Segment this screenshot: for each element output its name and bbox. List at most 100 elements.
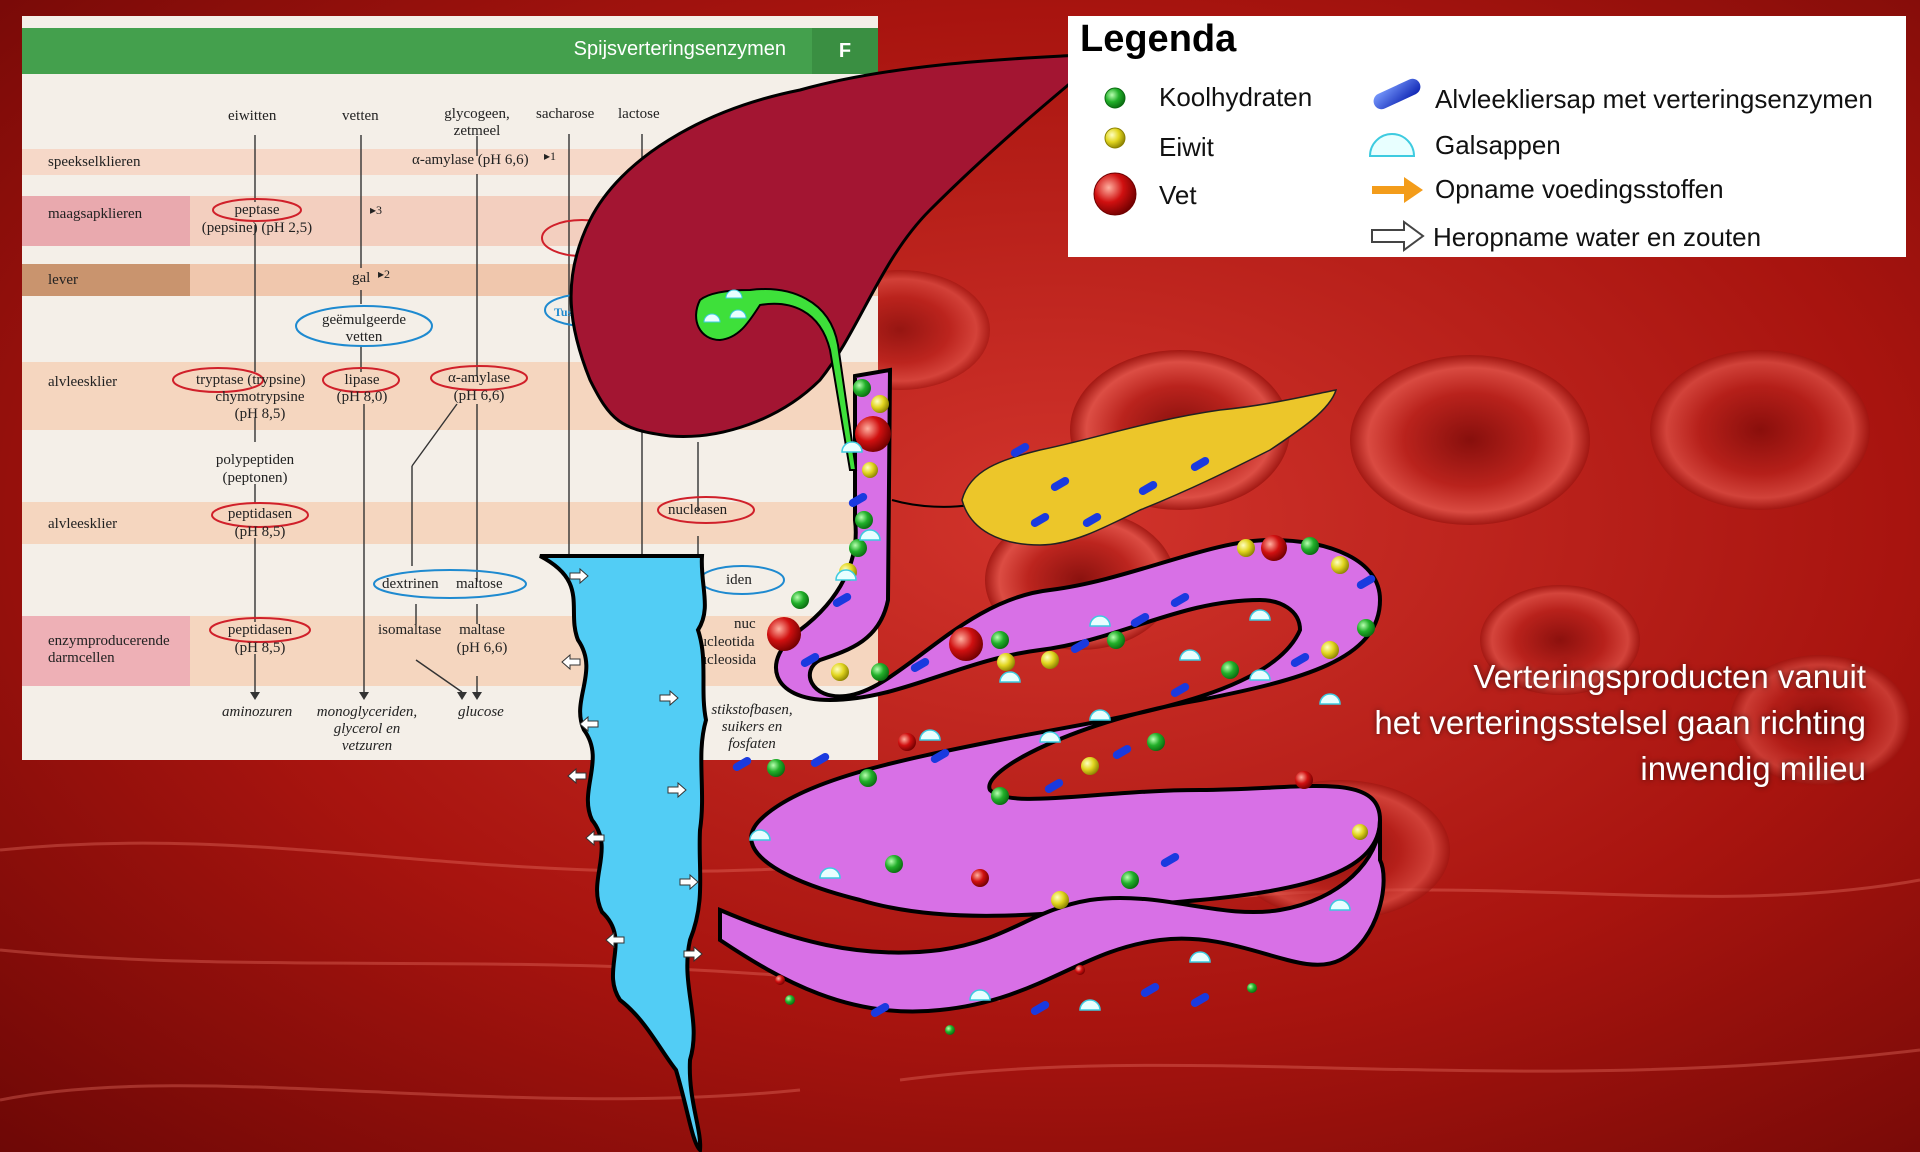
table-header-bar: Spijsverteringsenzymen F <box>22 28 878 74</box>
pancreas <box>961 389 1338 546</box>
row-label: lever <box>48 272 78 288</box>
enzyme-table-image: Spijsverteringsenzymen F eiwitten vetten… <box>22 16 878 760</box>
eiwit-particle <box>1237 539 1255 557</box>
water-arrow <box>561 653 581 671</box>
vet-particle <box>1261 535 1287 561</box>
water-arrow <box>683 945 703 963</box>
enzyme-label: (pepsine) (pH 2,5) <box>201 220 313 236</box>
enzyme-particle <box>1070 639 1090 653</box>
enzyme-label: iden <box>726 572 752 588</box>
water-arrow-symbol <box>1371 220 1425 252</box>
legend-label-vet: Vet <box>1159 180 1197 210</box>
enzyme-particle <box>800 653 820 667</box>
eiwit-particle <box>871 395 889 413</box>
eiwit-particle <box>1352 824 1368 840</box>
enzyme-label: lipase <box>344 372 380 388</box>
bile-particle <box>919 729 941 741</box>
water-arrow <box>679 873 699 891</box>
row-label: speekselklieren <box>48 154 141 170</box>
column-header: lactose <box>618 106 660 122</box>
enzyme-label: α-amylase <box>448 370 510 386</box>
enzyme-particle <box>870 1003 890 1017</box>
product-label: glycerol en <box>333 721 401 737</box>
koolhydraten-particle <box>1301 537 1319 555</box>
enzyme-label: nucleosida <box>692 652 757 668</box>
enzyme-label: peptase <box>234 202 280 218</box>
koolhydraten-particle <box>1247 983 1257 993</box>
koolhydraten-particle <box>885 855 903 873</box>
small-intestine-lower-loop <box>718 819 1386 1014</box>
koolhydraten-particle <box>849 539 867 557</box>
legend-label-koolhydraten: Koolhydraten <box>1159 82 1313 112</box>
vet-particle <box>898 733 916 751</box>
vet-particle <box>775 975 785 985</box>
bile-particle <box>841 441 863 453</box>
footnote-marker: ▸1 <box>544 149 557 163</box>
eiwit-symbol <box>1104 127 1126 149</box>
vet-particle <box>1075 965 1085 975</box>
enzyme-particle <box>1190 993 1210 1007</box>
enzyme-particle <box>1044 779 1064 793</box>
product-label: fosfaten <box>728 736 776 752</box>
bile-particle <box>1179 649 1201 661</box>
footnote-marker: ▸2 <box>378 267 391 281</box>
eiwit-particle <box>1051 891 1069 909</box>
absorption-arrow-symbol <box>1372 177 1423 203</box>
vet-particle <box>1295 771 1313 789</box>
water-arrow <box>585 829 605 847</box>
vet-particle <box>949 627 983 661</box>
koolhydraten-particle <box>767 759 785 777</box>
enzyme-particle <box>810 753 830 767</box>
product-label: glucose <box>458 704 504 720</box>
enzyme-label: dextrinen <box>382 576 439 592</box>
enzyme-label: chymotrypsine <box>215 389 305 405</box>
enzyme-particle <box>1082 513 1102 527</box>
enzyme-label: gal <box>352 270 371 286</box>
koolhydraten-particle <box>871 663 889 681</box>
enzyme-particle <box>1290 653 1310 667</box>
koolhydraten-particle <box>1107 631 1125 649</box>
enzyme-particle <box>1050 477 1070 491</box>
enzyme-label: tryptase (trypsine) <box>196 372 306 388</box>
koolhydraten-particle <box>1357 619 1375 637</box>
large-intestine <box>539 554 709 1152</box>
enzyme-label: α-amylase (pH 6,6) <box>412 152 529 168</box>
koolhydraten-particle <box>1221 661 1239 679</box>
koolhydraten-particle <box>791 591 809 609</box>
legend-label-galsappen: Galsappen <box>1435 130 1561 160</box>
enzyme-particle <box>848 493 868 507</box>
enzyme-particle <box>910 658 930 672</box>
koolhydraten-particle <box>945 1025 955 1035</box>
row-label: alvleesklier <box>48 516 118 532</box>
legend-label-opname: Opname voedingsstoffen <box>1435 174 1724 204</box>
footnote-marker: ▸3 <box>370 203 383 217</box>
legend-symbols <box>1093 78 1425 252</box>
bile-particle <box>1249 609 1271 621</box>
enzyme-label: peptidasen <box>227 506 293 522</box>
enzyme-label: (pH 6,6) <box>456 640 508 656</box>
koolhydraten-particle <box>991 631 1009 649</box>
enzyme-particle <box>1138 481 1158 496</box>
legend-label-eiwit: Eiwit <box>1159 132 1214 162</box>
enzyme-label: geëmulgeerde <box>321 312 407 328</box>
bile-particle <box>1189 951 1211 963</box>
column-header: sacharose <box>536 106 595 122</box>
eiwit-particle <box>1081 757 1099 775</box>
koolhydraten-particle <box>991 787 1009 805</box>
food-particles <box>561 289 1376 1035</box>
bile-particle <box>969 989 991 1001</box>
bile-particle <box>1079 999 1101 1011</box>
bile-particle <box>999 671 1021 683</box>
caption-line: inwendig milieu <box>1640 750 1866 787</box>
eiwit-particle <box>1321 641 1339 659</box>
koolhydraten-particle <box>855 511 873 529</box>
pancreatic-duct <box>891 499 971 508</box>
product-label: aminozuren <box>222 704 293 720</box>
bile-particle <box>1249 669 1271 681</box>
table-tag: F <box>812 28 878 74</box>
vet-particle <box>767 617 801 651</box>
water-arrow <box>605 931 625 949</box>
row-label: enzymproducerende darmcellen <box>48 633 170 666</box>
legend: Legenda Koolhydraten Eiwit Vet Alvleekli… <box>1068 16 1906 257</box>
enzyme-particle <box>1030 513 1050 527</box>
